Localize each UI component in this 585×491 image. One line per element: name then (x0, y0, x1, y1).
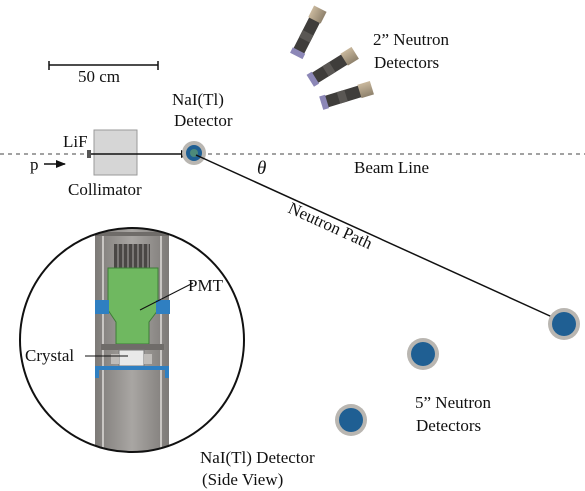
theta-label: θ (257, 158, 266, 179)
nai-side-view-inset: PMT Crystal (19, 227, 245, 453)
two-inch-detector-1 (290, 5, 327, 60)
five-inch-detector-3 (335, 404, 367, 436)
beam-line-label: Beam Line (354, 158, 429, 177)
collimator (93, 129, 138, 176)
neutron-path-arrow (195, 154, 562, 322)
five-inch-detector-1 (548, 308, 580, 340)
crystal-label: Crystal (25, 346, 74, 365)
clamp-lower (95, 366, 169, 370)
clamp-upper-left (95, 300, 109, 314)
collimator-label: Collimator (68, 180, 142, 199)
clamp-upper-right (156, 300, 170, 314)
nai-detector-label-line1: NaI(Tl) (172, 90, 224, 109)
crystal (118, 349, 145, 367)
pmt-leader-line (139, 282, 194, 311)
two-inch-detector-3 (319, 80, 374, 110)
two-inch-detectors-label-line1: 2” Neutron (373, 30, 450, 49)
side-view-label-line2: (Side View) (202, 470, 283, 489)
five-inch-detectors-label-line2: Detectors (416, 416, 481, 435)
nai-detector-top-view (182, 141, 206, 165)
lif-label: LiF (63, 132, 88, 151)
pmt-connector (114, 244, 150, 268)
neutron-path-label: Neutron Path (285, 198, 375, 253)
nai-detector-label-line2: Detector (174, 111, 233, 130)
five-inch-detectors-label-line1: 5” Neutron (415, 393, 492, 412)
side-view-label-line1: NaI(Tl) Detector (200, 448, 315, 467)
two-inch-detectors-label-line2: Detectors (374, 53, 439, 72)
scale-bar-label: 50 cm (78, 67, 120, 86)
scale-bar: 50 cm (48, 61, 159, 86)
five-inch-detector-2 (407, 338, 439, 370)
two-inch-detector-2 (306, 46, 359, 87)
pmt-label: PMT (188, 276, 224, 295)
proton-label: p (30, 155, 39, 174)
lif-target (87, 150, 91, 158)
